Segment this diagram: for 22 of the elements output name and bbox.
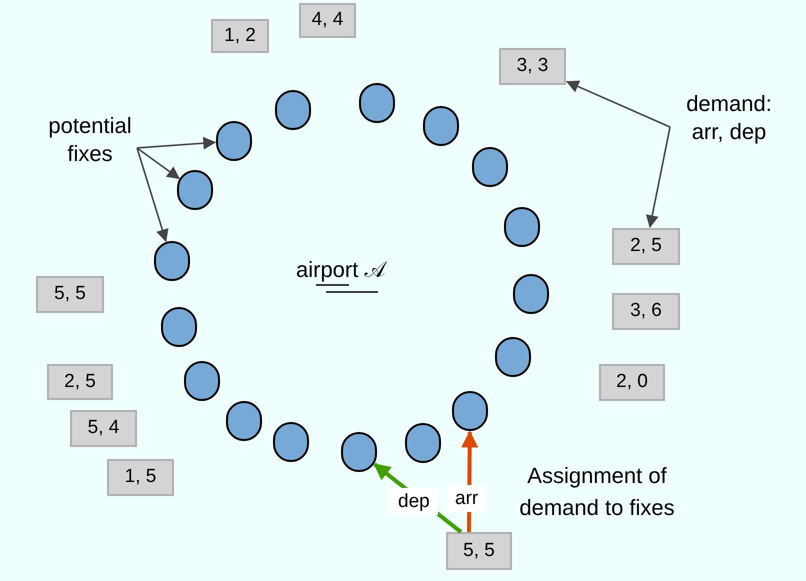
- demand-box: 4, 4: [299, 3, 356, 38]
- callout-text: potential fixes: [30, 110, 150, 170]
- note-text: Assignment of demand to fixes: [518, 462, 676, 522]
- demand-box: 5, 4: [70, 410, 137, 447]
- arrow: [646, 126, 671, 228]
- arrow: [566, 80, 670, 128]
- demand-box: 1, 2: [211, 19, 269, 53]
- demand-box: 2, 5: [47, 364, 113, 400]
- arrow: [136, 148, 168, 242]
- airport-label: airport 𝒜: [296, 256, 386, 284]
- demand-box: 2, 0: [599, 364, 665, 401]
- demand-box: 5, 5: [36, 276, 104, 313]
- arrow: [136, 147, 180, 180]
- arrow: [136, 136, 216, 150]
- demand-box: 5, 5: [446, 532, 512, 570]
- edge-label: arr: [447, 485, 486, 512]
- demand-box: 1, 5: [107, 459, 174, 496]
- demand-box: 2, 5: [612, 228, 680, 265]
- callout-text: demand: arr, dep: [670, 88, 788, 148]
- demand-box: 3, 3: [499, 48, 566, 85]
- demand-box: 3, 6: [612, 293, 680, 330]
- edge-label: dep: [390, 488, 438, 515]
